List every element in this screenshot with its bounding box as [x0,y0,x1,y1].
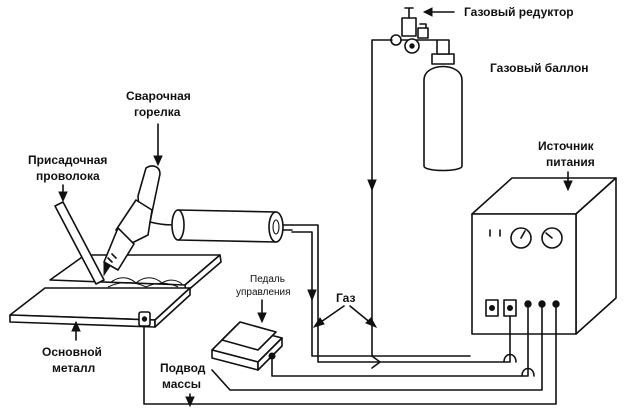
power-cables [143,224,557,405]
label-base-metal-line2: металл [52,361,95,375]
label-power-source-line1: Источник [538,139,595,153]
label-gas-regulator: Газовый редуктор [464,5,574,19]
gas-regulator [390,7,438,54]
gas-cylinder [423,39,463,172]
label-ground-lead-line1: Подвод [160,361,206,375]
control-pedal [211,321,283,371]
leader-lines [58,7,573,408]
filler-wire-rod [54,201,105,285]
power-source [471,177,617,335]
label-filler-wire-line2: проволока [36,169,100,183]
label-control-pedal-line1: Педаль [250,274,285,285]
label-power-source-line2: питания [546,155,595,169]
gas-hose [291,39,471,369]
label-welding-torch-line1: Сварочная [126,89,191,103]
label-control-pedal-line2: управления [236,287,291,298]
label-welding-torch-line2: горелка [134,105,181,119]
welding-torch [103,165,293,277]
label-gas: Газ [336,291,355,305]
label-base-metal-line1: Основной [42,345,102,359]
label-ground-lead-line2: массы [162,377,201,391]
label-gas-cylinder: Газовый баллон [490,61,589,75]
label-filler-wire-line1: Присадочная [28,153,107,167]
